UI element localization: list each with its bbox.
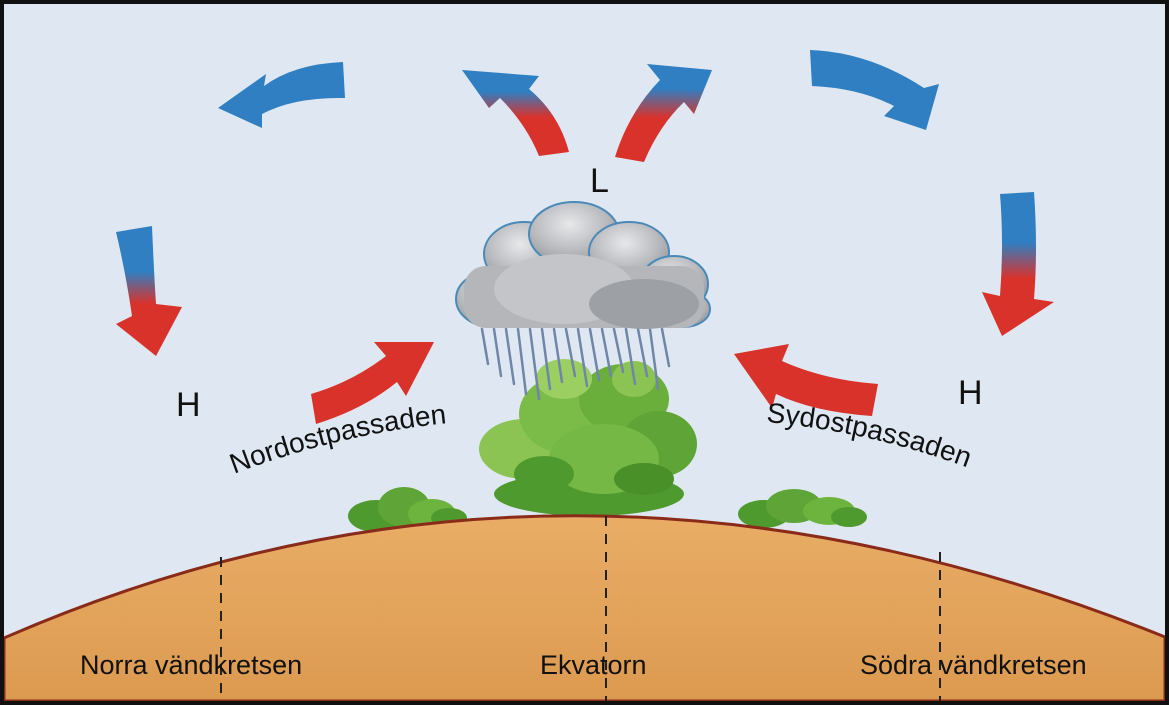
equator-label: Ekvatorn bbox=[540, 650, 647, 680]
air-flow-arrow-icon bbox=[982, 192, 1054, 336]
high-pressure-north-label: H bbox=[176, 386, 201, 424]
cloud-icon bbox=[455, 201, 711, 329]
diagram-art: Nordostpassaden Sydostpassaden bbox=[4, 4, 1165, 701]
air-flow-arrow-icon bbox=[116, 226, 182, 356]
tropic-north-label: Norra vändkretsen bbox=[80, 650, 303, 680]
tropic-south-label: Södra vändkretsen bbox=[860, 650, 1087, 680]
bush-icon bbox=[738, 489, 867, 528]
air-flow-arrow-icon bbox=[311, 342, 434, 424]
earth-ground bbox=[4, 514, 1165, 701]
high-pressure-south-label: H bbox=[958, 374, 983, 412]
air-flow-arrow-icon bbox=[734, 344, 878, 416]
bush-icon bbox=[348, 487, 467, 532]
low-pressure-label: L bbox=[590, 162, 609, 200]
rain-icon bbox=[480, 327, 671, 401]
air-flow-arrow-icon bbox=[462, 70, 569, 156]
tree-icon bbox=[479, 359, 697, 516]
air-flow-arrow-icon bbox=[615, 64, 712, 162]
air-flow-arrow-icon bbox=[810, 50, 939, 130]
air-flow-arrow-icon bbox=[218, 62, 345, 128]
